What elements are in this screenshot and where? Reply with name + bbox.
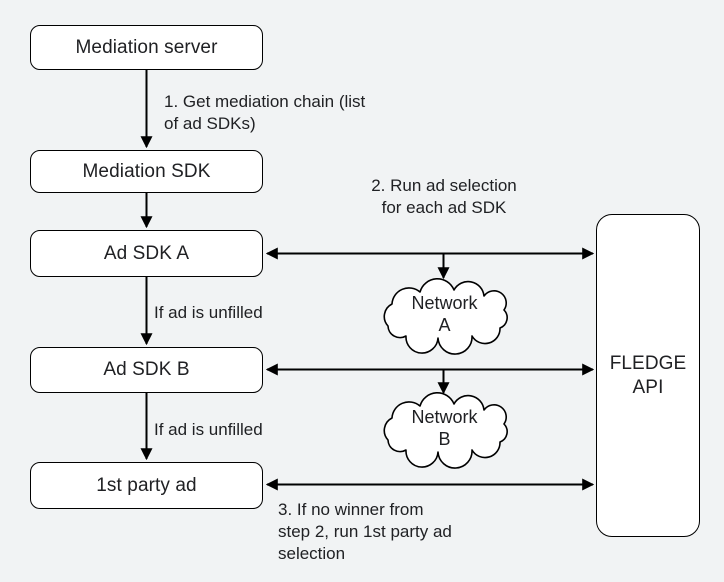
annotation-step1: 1. Get mediation chain (list of ad SDKs) — [164, 91, 365, 135]
annotation-step2-line2: for each ad SDK — [381, 198, 507, 217]
annotation-step2: 2. Run ad selection for each ad SDK — [352, 175, 536, 219]
annotation-step3-line3: selection — [278, 544, 346, 563]
node-fledge-api-label-line2: API — [632, 376, 664, 398]
network-b-label-line2: B — [438, 429, 451, 449]
node-ad-sdk-b: Ad SDK B — [30, 347, 263, 393]
node-fledge-api-label-line1: FLEDGE — [609, 352, 687, 374]
network-a-label-line2: A — [438, 315, 451, 335]
network-a-label: Network A — [372, 292, 517, 336]
network-a-cloud-icon — [383, 278, 508, 355]
annotation-unfilled-b-label: If ad is unfilled — [154, 420, 263, 439]
annotation-step3-line1: 3. If no winner from — [278, 500, 424, 519]
node-first-party-ad: 1st party ad — [30, 462, 263, 509]
annotation-unfilled-a-label: If ad is unfilled — [154, 303, 263, 322]
network-b-cloud-icon — [383, 392, 508, 469]
network-a-label-line1: Network — [411, 293, 478, 313]
network-b-label: Network B — [372, 406, 517, 450]
annotation-step2-line1: 2. Run ad selection — [371, 176, 517, 195]
annotation-step1-line2: of ad SDKs) — [164, 114, 256, 133]
network-b-label-line1: Network — [411, 407, 478, 427]
annotation-step3: 3. If no winner from step 2, run 1st par… — [278, 499, 452, 565]
node-mediation-server: Mediation server — [30, 25, 263, 70]
annotation-unfilled-b: If ad is unfilled — [154, 419, 263, 441]
node-mediation-sdk-label: Mediation SDK — [82, 160, 211, 182]
node-ad-sdk-a: Ad SDK A — [30, 230, 263, 277]
node-ad-sdk-b-label: Ad SDK B — [103, 359, 190, 380]
node-fledge-api: FLEDGE API — [596, 214, 700, 537]
annotation-step1-line1: 1. Get mediation chain (list — [164, 92, 366, 111]
node-mediation-server-label: Mediation server — [75, 36, 218, 58]
annotation-step3-line2: step 2, run 1st party ad — [278, 522, 452, 541]
node-mediation-sdk: Mediation SDK — [30, 150, 263, 193]
annotation-unfilled-a: If ad is unfilled — [154, 302, 263, 324]
node-ad-sdk-a-label: Ad SDK A — [103, 242, 190, 264]
node-first-party-ad-label: 1st party ad — [96, 474, 197, 496]
